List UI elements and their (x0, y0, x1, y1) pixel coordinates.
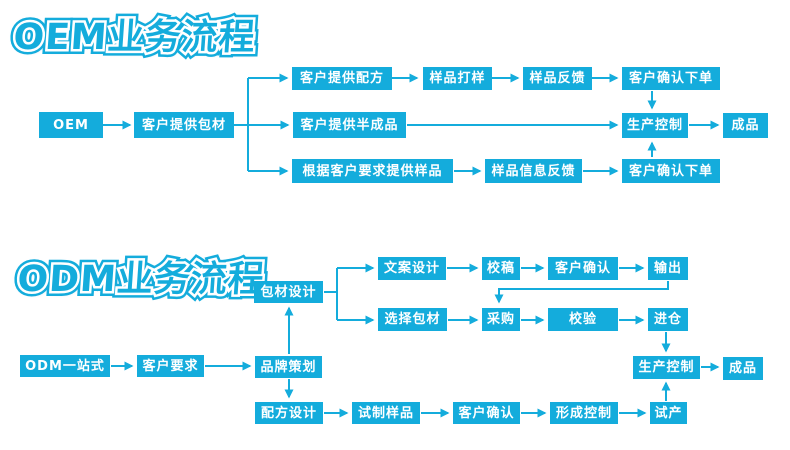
node-copy-design: 文案设计 (378, 257, 446, 280)
node-sample-feedback: 样品反馈 (523, 67, 592, 90)
node-customer-confirm-top: 客户确认 (548, 257, 618, 280)
node-samples-per-request: 根据客户要求提供样品 (292, 159, 453, 183)
node-proofreading: 校稿 (482, 257, 520, 280)
node-oem-production-control: 生产控制 (622, 113, 688, 138)
node-verification: 校验 (548, 308, 618, 331)
node-customer-requirements: 客户要求 (137, 355, 204, 377)
node-purchasing: 采购 (482, 308, 520, 331)
node-sample-info-feedback: 样品信息反馈 (485, 159, 582, 183)
connector-oem-branch (234, 78, 249, 171)
oem-title-text: OEM业务流程 (12, 17, 258, 58)
node-confirm-order-top: 客户确认下单 (622, 67, 720, 90)
node-customer-semi-finished: 客户提供半成品 (293, 112, 406, 138)
node-select-packaging: 选择包材 (378, 308, 447, 331)
node-oem-finished-product: 成品 (723, 113, 768, 138)
node-confirm-order-bottom: 客户确认下单 (622, 159, 720, 183)
connector-odm-pack-branch (324, 268, 338, 320)
node-odm-start: ODM一站式 (20, 355, 110, 377)
node-formation-control: 形成控制 (550, 402, 618, 424)
odm-title-text: ODM业务流程 (16, 259, 267, 300)
node-customer-formula: 客户提供配方 (292, 67, 392, 90)
node-output: 输出 (648, 257, 688, 280)
node-formula-design: 配方设计 (255, 402, 323, 424)
node-packaging-design: 包材设计 (254, 281, 323, 303)
node-odm-finished-product: 成品 (723, 357, 763, 380)
node-customer-confirm-bottom: 客户确认 (453, 402, 520, 424)
node-sample-making: 样品打样 (423, 67, 492, 90)
node-warehousing: 进仓 (648, 308, 688, 331)
node-brand-planning: 品牌策划 (255, 356, 322, 378)
arrow-output-to-purchase (494, 281, 669, 304)
node-oem-start: OEM (39, 112, 103, 138)
node-trial-samples: 试制样品 (352, 402, 420, 424)
node-customer-packaging: 客户提供包材 (134, 112, 234, 138)
node-trial-production: 试产 (650, 402, 687, 424)
node-odm-production-control: 生产控制 (633, 356, 700, 379)
